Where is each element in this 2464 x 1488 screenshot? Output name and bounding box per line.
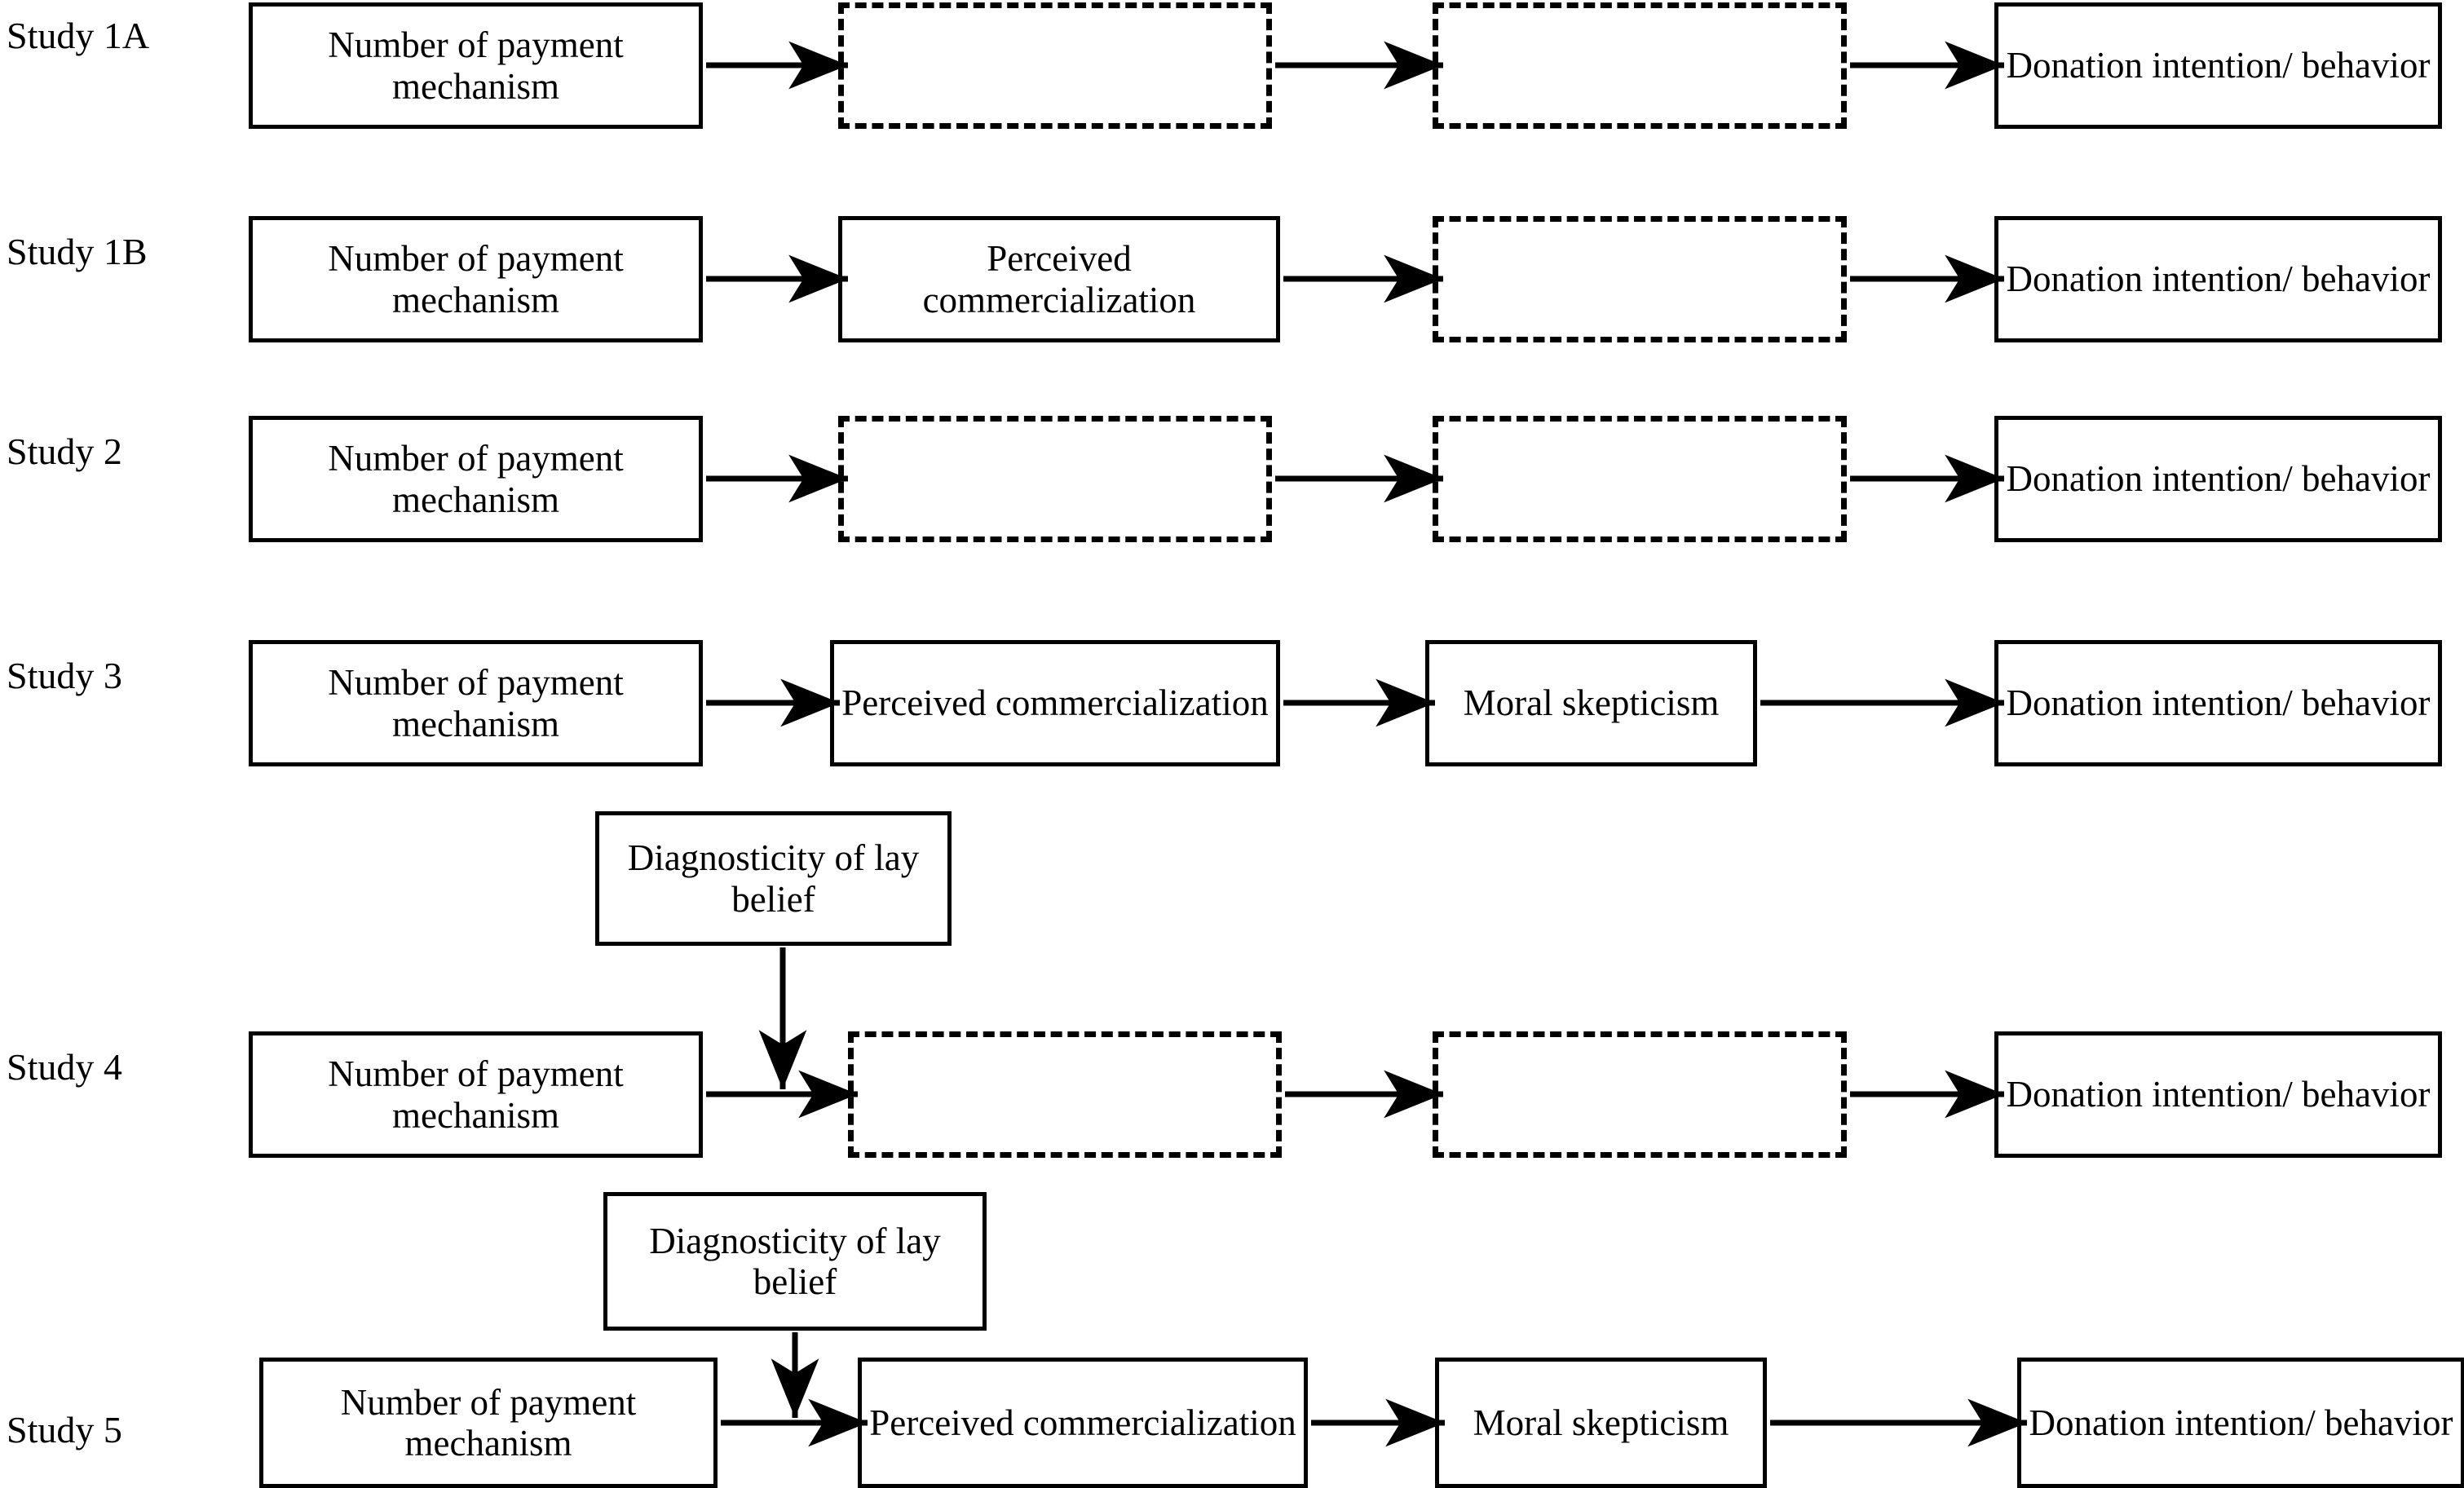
study-1a-mediator-1-blank (838, 2, 1272, 129)
node-label: Donation intention/ behavior (2006, 45, 2431, 86)
study-3-perceived-commercialization: Perceived commercialization (830, 640, 1280, 766)
node-label: Diagnosticity of lay belief (627, 837, 920, 920)
study-1b-donation-intention-behavior: Donation intention/ behavior (1994, 216, 2442, 342)
node-label: Donation intention/ behavior (2006, 458, 2431, 500)
node-label: Number of payment mechanism (340, 1381, 637, 1464)
node-label: Moral skepticism (1463, 682, 1720, 724)
node-label: Number of payment mechanism (328, 238, 624, 320)
study-2-mediator-2-blank (1433, 416, 1847, 542)
study-label-study-4: Study 4 (7, 1046, 122, 1088)
study-1b-number-of-payment-mechanism: Number of payment mechanism (249, 216, 703, 342)
study-1a-donation-intention-behavior: Donation intention/ behavior (1994, 2, 2442, 129)
node-label: Donation intention/ behavior (2006, 258, 2431, 300)
study-4-donation-intention-behavior: Donation intention/ behavior (1994, 1031, 2442, 1158)
study-5-donation-intention-behavior: Donation intention/ behavior (2017, 1358, 2464, 1488)
study-1b-perceived-commercialization: Perceived commercialization (838, 216, 1280, 342)
study-1b-mediator-2-blank (1433, 216, 1847, 342)
node-label: Perceived commercialization (869, 1402, 1296, 1443)
node-label: Number of payment mechanism (328, 438, 624, 520)
study-5-diagnosticity-of-lay-belief: Diagnosticity of lay belief (603, 1192, 987, 1331)
study-label-study-5: Study 5 (7, 1409, 122, 1450)
study-label-study-1a: Study 1A (7, 15, 150, 56)
study-4-mediator-2-blank (1433, 1031, 1847, 1158)
study-5-number-of-payment-mechanism: Number of payment mechanism (259, 1358, 718, 1488)
study-label-study-2: Study 2 (7, 431, 122, 472)
study-3-moral-skepticism: Moral skepticism (1425, 640, 1757, 766)
node-label: Donation intention/ behavior (2029, 1402, 2453, 1443)
node-label: Perceived commercialization (922, 238, 1196, 320)
study-5-moral-skepticism: Moral skepticism (1435, 1358, 1767, 1488)
study-2-mediator-1-blank (838, 416, 1272, 542)
study-1a-number-of-payment-mechanism: Number of payment mechanism (249, 2, 703, 129)
study-5-perceived-commercialization: Perceived commercialization (858, 1358, 1308, 1488)
node-label: Donation intention/ behavior (2006, 1074, 2431, 1115)
study-label-study-3: Study 3 (7, 655, 122, 696)
node-label: Diagnosticity of lay belief (649, 1220, 941, 1302)
study-3-donation-intention-behavior: Donation intention/ behavior (1994, 640, 2442, 766)
study-4-diagnosticity-of-lay-belief: Diagnosticity of lay belief (595, 811, 952, 946)
node-label: Number of payment mechanism (328, 1053, 624, 1136)
study-1a-mediator-2-blank (1433, 2, 1847, 129)
study-2-donation-intention-behavior: Donation intention/ behavior (1994, 416, 2442, 542)
study-3-number-of-payment-mechanism: Number of payment mechanism (249, 640, 703, 766)
node-label: Number of payment mechanism (328, 662, 624, 744)
node-label: Perceived commercialization (841, 682, 1269, 724)
study-2-number-of-payment-mechanism: Number of payment mechanism (249, 416, 703, 542)
node-label: Donation intention/ behavior (2006, 682, 2431, 724)
node-label: Number of payment mechanism (328, 24, 624, 107)
node-label: Moral skepticism (1473, 1402, 1729, 1443)
study-4-mediator-1-blank (848, 1031, 1282, 1158)
study-label-study-1b: Study 1B (7, 231, 148, 272)
study-4-number-of-payment-mechanism: Number of payment mechanism (249, 1031, 703, 1158)
